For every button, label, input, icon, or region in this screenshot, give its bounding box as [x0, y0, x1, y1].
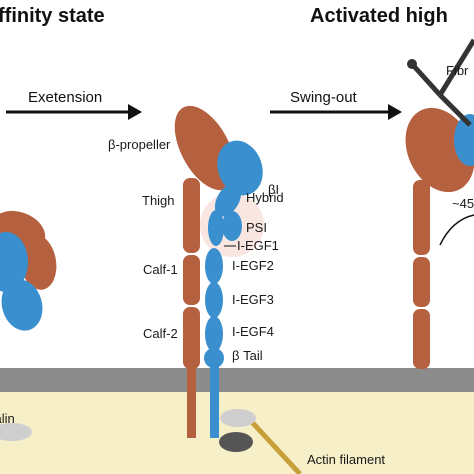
- label-i-egf3: I-EGF3: [232, 292, 274, 307]
- label-angle: ~45: [452, 196, 474, 211]
- active-alpha-calf1: [413, 257, 430, 307]
- extension-arrow: Exetension: [6, 89, 142, 120]
- cell-membrane: [0, 368, 474, 392]
- actin-filament: [248, 418, 302, 474]
- label-beta-i: βI: [268, 182, 279, 197]
- alpha-calf1: [183, 255, 200, 305]
- active-beta-i: [454, 114, 474, 166]
- label-calf1: Calf-1: [143, 262, 178, 277]
- alpha-thigh: [183, 178, 200, 253]
- kindlin-middle: [219, 432, 253, 452]
- beta-i-egf4: [205, 316, 223, 352]
- beta-i-egf3: [205, 282, 223, 318]
- label-psi: PSI: [246, 220, 267, 235]
- label-i-egf1: I-EGF1: [237, 238, 279, 253]
- bent-beta-leg: [1, 279, 43, 331]
- active-alpha-thigh: [413, 180, 430, 255]
- talin-left: [0, 423, 32, 441]
- label-i-egf2: I-EGF2: [232, 258, 274, 273]
- alpha-tm: [187, 368, 196, 438]
- fibrinogen-node: [407, 59, 417, 69]
- extended-integrin: β-propeller βI Thigh Hybrid PSI I-EGF1 C…: [108, 105, 284, 438]
- label-fibrinogen: Fibr: [446, 63, 469, 78]
- activated-integrin: Fibr ~45: [405, 38, 474, 369]
- alpha-calf2: [183, 307, 200, 369]
- label-talin: Talin: [0, 411, 15, 426]
- label-thigh: Thigh: [142, 193, 175, 208]
- label-beta-tail: β Tail: [232, 348, 263, 363]
- active-alpha-calf2: [413, 309, 430, 369]
- beta-tm: [210, 366, 219, 438]
- label-actin-filament: Actin filament: [307, 452, 385, 467]
- beta-tail: [204, 348, 224, 368]
- beta-psi: [222, 211, 242, 241]
- beta-i-domain: [217, 140, 263, 196]
- label-hybrid: Hybrid: [246, 190, 284, 205]
- swing-out-arrow: Swing-out: [270, 89, 402, 120]
- label-beta-propeller: β-propeller: [108, 137, 171, 152]
- beta-i-egf1: [208, 210, 224, 246]
- bent-beta-head: [0, 232, 28, 292]
- heading-low-affinity: ffinity state: [0, 5, 105, 27]
- label-calf2: Calf-2: [143, 326, 178, 341]
- heading-activated-high: Activated high: [310, 5, 448, 27]
- label-i-egf4: I-EGF4: [232, 324, 274, 339]
- extension-label: Exetension: [28, 89, 102, 106]
- beta-hybrid: [214, 183, 242, 217]
- beta-i-egf2: [205, 248, 223, 284]
- bent-integrin: [0, 210, 57, 331]
- bent-alpha-lower: [19, 234, 57, 290]
- talin-middle: [220, 409, 256, 427]
- swing-out-label: Swing-out: [290, 89, 358, 106]
